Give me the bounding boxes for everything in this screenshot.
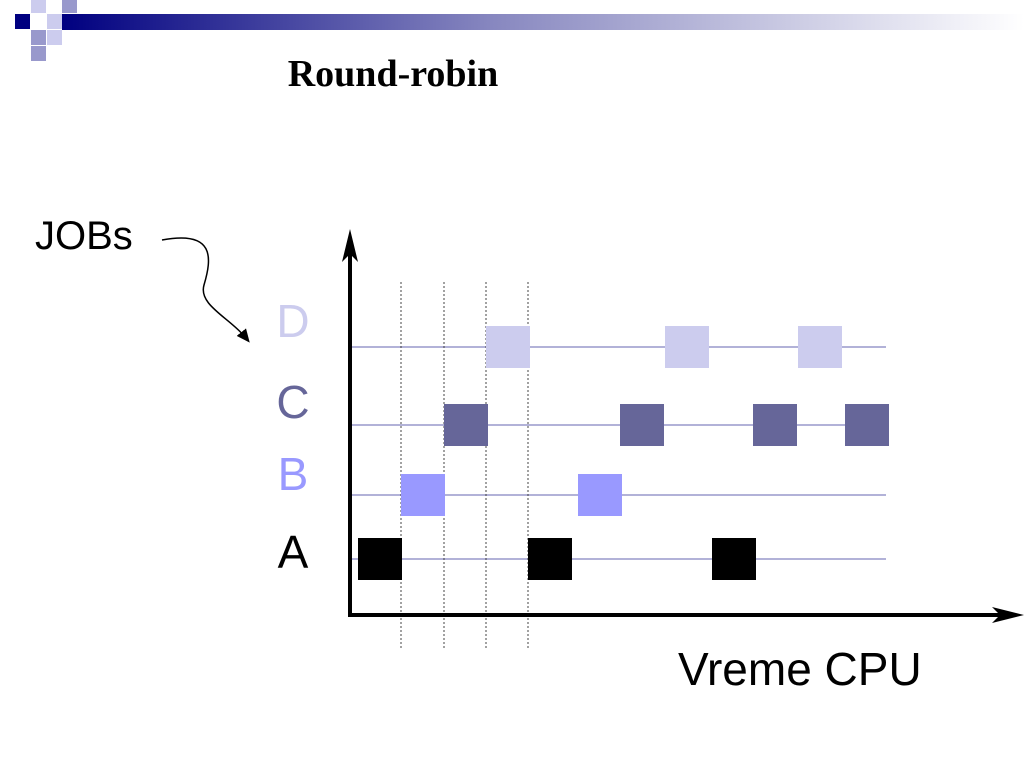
header-square: [31, 30, 46, 45]
cpu-slot-job-d: [486, 326, 530, 368]
jobs-label: JOBs: [35, 214, 133, 258]
job-label-b: B: [277, 448, 309, 500]
job-label-d: D: [276, 295, 310, 347]
cpu-slot-job-c: [753, 404, 797, 446]
header-square: [31, 0, 46, 13]
header-square: [62, 0, 77, 13]
cpu-slot-job-b: [401, 474, 445, 516]
job-label-a: A: [277, 526, 309, 578]
cpu-slot-job-a: [358, 538, 402, 580]
x-axis-label: Vreme CPU: [678, 643, 922, 695]
header-square: [31, 46, 46, 61]
cpu-slot-job-c: [444, 404, 488, 446]
jobs-pointer-arrow: [161, 237, 250, 343]
x-axis-arrowhead: [992, 607, 1024, 623]
header-square: [15, 14, 30, 29]
header-square: [47, 30, 62, 45]
cpu-slot-job-c: [845, 404, 889, 446]
cpu-slot-job-b: [578, 474, 622, 516]
cpu-slot-job-d: [798, 326, 842, 368]
cpu-slot-job-a: [528, 538, 572, 580]
decorative-header-banner: [15, 0, 1024, 61]
cpu-slot-job-c: [620, 404, 664, 446]
cpu-slot-job-d: [665, 326, 709, 368]
y-axis-arrowhead: [342, 229, 358, 262]
header-square: [47, 14, 62, 29]
job-label-c: C: [276, 376, 310, 428]
cpu-slot-job-a: [712, 538, 756, 580]
header-gradient-band: [62, 14, 1024, 30]
page-title: Round-robin: [287, 53, 499, 95]
